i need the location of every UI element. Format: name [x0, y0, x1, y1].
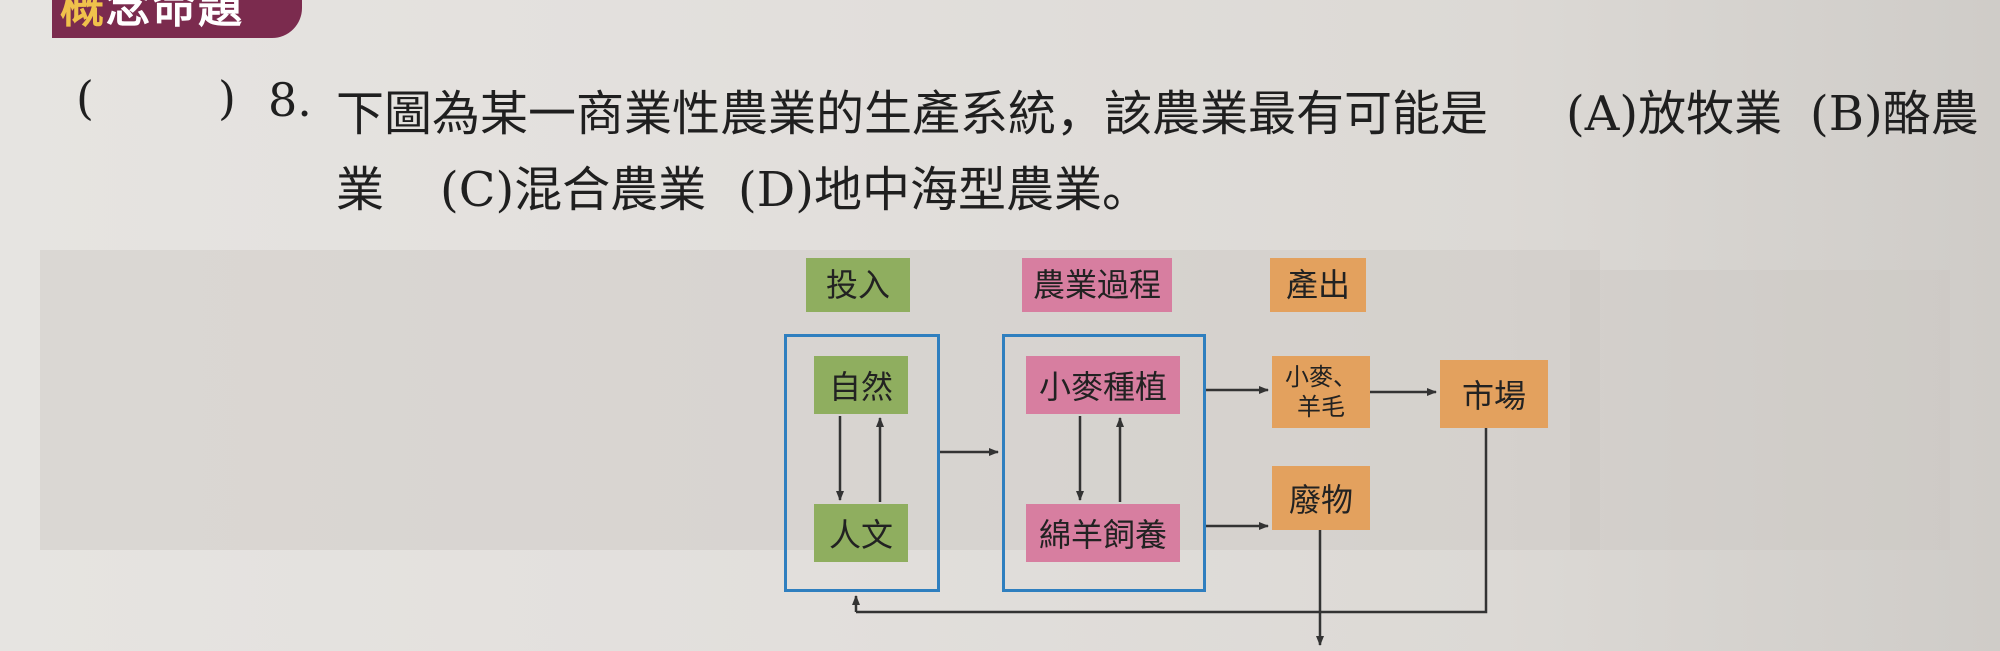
question-stem: 下圖為某一商業性農業的生產系統，該農業最有可能是: [336, 74, 1488, 144]
option-d: (D)地中海型農業。: [738, 162, 1150, 218]
option-a-wrap: (A)放牧業: [1566, 74, 1782, 144]
node-wheat: 小麥種植: [1026, 356, 1180, 414]
header-input: 投入: [806, 258, 910, 312]
node-nature: 自然: [814, 356, 908, 414]
question-number: 8.: [268, 73, 312, 127]
header-output: 產出: [1270, 258, 1366, 312]
node-waste: 廢物: [1272, 466, 1370, 530]
reverse-page-shadow: [1570, 270, 1950, 550]
node-market: 市場: [1440, 360, 1548, 428]
node-human: 人文: [814, 504, 908, 562]
question-text: 下圖為某一商業性農業的生產系統，該農業最有可能是: [336, 86, 1489, 142]
header-process: 農業過程: [1022, 258, 1172, 312]
option-b: (B)酪農: [1810, 86, 1979, 142]
badge-title: 念命題: [106, 0, 244, 33]
question-line-2: 業: [336, 150, 384, 220]
answer-paren-open: (: [76, 71, 94, 125]
answer-paren-close: ): [218, 71, 236, 125]
option-b-continued: 業: [336, 162, 385, 218]
badge-first-char: 概: [60, 0, 106, 33]
feedback-line-market: [856, 428, 1488, 614]
option-d-wrap: (D)地中海型農業。: [738, 150, 1150, 220]
node-products: 小麥、 羊毛: [1272, 356, 1370, 428]
option-a: (A)放牧業: [1566, 86, 1783, 142]
question-line-1: (: [76, 70, 94, 126]
node-products-line-2: 羊毛: [1297, 393, 1345, 421]
process-frame: [1002, 334, 1206, 592]
question-number-wrap: 8.: [268, 72, 312, 128]
option-c: (C)混合農業: [440, 162, 707, 218]
option-c-wrap: (C)混合農業: [440, 150, 706, 220]
section-badge: 概念命題: [52, 0, 302, 38]
node-products-line-1: 小麥、: [1285, 363, 1357, 391]
input-frame: [784, 334, 940, 592]
option-b-wrap: (B)酪農: [1810, 74, 1979, 144]
answer-paren-close-wrap: ): [218, 70, 236, 126]
node-sheep: 綿羊飼養: [1026, 504, 1180, 562]
